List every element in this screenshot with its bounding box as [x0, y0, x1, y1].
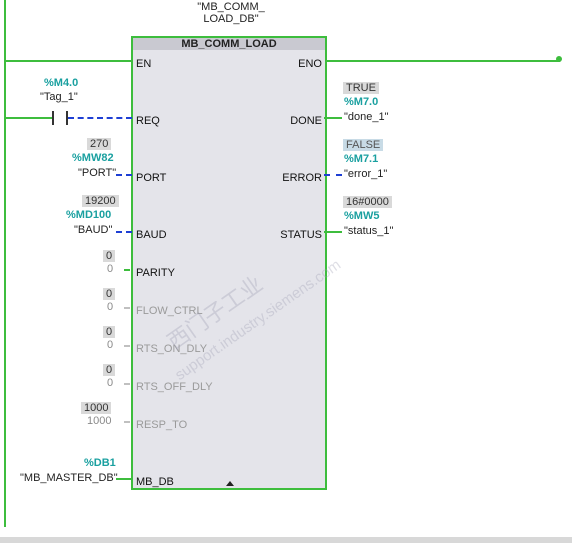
baud-tag[interactable]: "BAUD" — [74, 224, 113, 236]
req-tag[interactable]: "Tag_1" — [40, 91, 78, 103]
block-title: MB_COMM_LOAD — [133, 38, 325, 50]
rts-on-dly-monitor-value: 0 — [103, 326, 116, 338]
pin-resp-to[interactable]: RESP_TO — [136, 419, 188, 431]
status-address[interactable]: %MW5 — [344, 210, 380, 222]
baud-address[interactable]: %MD100 — [66, 209, 112, 221]
done-address[interactable]: %M7.0 — [344, 96, 379, 108]
parity-monitor-value: 0 — [103, 250, 116, 262]
error-tag[interactable]: "error_1" — [344, 168, 388, 180]
parity-default[interactable]: 0 — [107, 263, 114, 275]
port-wire — [116, 174, 132, 176]
done-monitor-value: TRUE — [343, 82, 379, 94]
flow-ctrl-monitor-value: 0 — [103, 288, 116, 300]
baud-wire — [116, 231, 132, 233]
rts-on-dly-default[interactable]: 0 — [107, 339, 114, 351]
mb-db-wire — [116, 478, 132, 480]
flow-ctrl-default[interactable]: 0 — [107, 301, 114, 313]
pin-rts-on-dly[interactable]: RTS_ON_DLY — [136, 343, 208, 355]
pin-req[interactable]: REQ — [136, 115, 160, 127]
rts-off-dly-default[interactable]: 0 — [107, 377, 114, 389]
pin-port[interactable]: PORT — [136, 172, 167, 184]
no-contact-icon-right — [66, 111, 68, 125]
pin-done[interactable]: DONE — [290, 115, 322, 127]
pin-status[interactable]: STATUS — [280, 229, 322, 241]
port-address[interactable]: %MW82 — [72, 152, 114, 164]
eno-wire — [324, 60, 560, 62]
port-tag[interactable]: "PORT" — [78, 167, 117, 179]
instance-db-label[interactable]: "MB_COMM_ LOAD_DB" — [196, 1, 266, 25]
resp-to-wire — [124, 421, 130, 423]
en-wire — [6, 60, 132, 62]
rts-on-dly-wire — [124, 345, 130, 347]
resp-to-monitor-value: 1000 — [81, 402, 112, 414]
mb-db-tag[interactable]: "MB_MASTER_DB" — [20, 472, 118, 484]
pin-error[interactable]: ERROR — [282, 172, 322, 184]
done-wire — [324, 117, 342, 119]
bottom-scrollbar[interactable] — [0, 537, 572, 543]
pin-mb-db[interactable]: MB_DB — [136, 476, 174, 488]
error-wire — [324, 174, 342, 176]
baud-monitor-value: 19200 — [82, 195, 119, 207]
pin-rts-off-dly[interactable]: RTS_OFF_DLY — [136, 381, 213, 393]
pin-baud[interactable]: BAUD — [136, 229, 167, 241]
pin-en[interactable]: EN — [136, 58, 152, 70]
pin-parity[interactable]: PARITY — [136, 267, 175, 279]
pin-flow-ctrl[interactable]: FLOW_CTRL — [136, 305, 203, 317]
req-left-wire — [6, 117, 52, 119]
status-wire — [324, 231, 342, 233]
flow-ctrl-wire — [124, 307, 130, 309]
power-rail — [4, 0, 6, 527]
rts-off-dly-monitor-value: 0 — [103, 364, 116, 376]
instance-db-line2: LOAD_DB" — [203, 13, 259, 25]
pin-eno[interactable]: ENO — [298, 58, 322, 70]
no-contact-icon[interactable] — [52, 111, 54, 125]
error-monitor-value: FALSE — [343, 139, 384, 151]
port-monitor-value: 270 — [87, 138, 112, 150]
status-monitor-value: 16#0000 — [343, 196, 392, 208]
eno-wire-end — [556, 56, 562, 62]
error-address[interactable]: %M7.1 — [344, 153, 379, 165]
req-right-wire — [68, 117, 132, 119]
expand-chevron-icon[interactable] — [226, 481, 234, 486]
instance-db-line1: "MB_COMM_ — [197, 1, 265, 13]
parity-wire — [124, 269, 130, 271]
done-tag[interactable]: "done_1" — [344, 111, 389, 123]
status-tag[interactable]: "status_1" — [344, 225, 394, 237]
mb-comm-load-block[interactable]: MB_COMM_LOAD EN REQ PORT BAUD PARITY FLO… — [131, 36, 327, 490]
rts-off-dly-wire — [124, 383, 130, 385]
mb-db-address[interactable]: %DB1 — [84, 457, 116, 469]
req-address[interactable]: %M4.0 — [44, 77, 79, 89]
resp-to-default[interactable]: 1000 — [87, 415, 112, 427]
